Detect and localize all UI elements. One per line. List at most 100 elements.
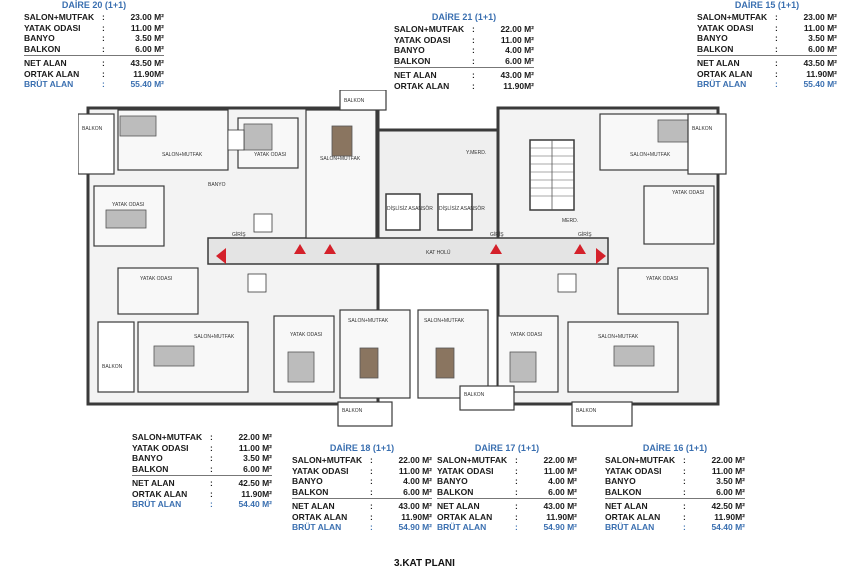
meter-label: MERD. bbox=[562, 218, 578, 224]
room-salon-20-label: SALON+MUTFAK bbox=[162, 152, 203, 158]
common-area-row: ORTAK ALAN:11.90M² bbox=[437, 512, 577, 523]
gross-area-row-colon: : bbox=[370, 522, 373, 532]
common-area-row: ORTAK ALAN:11.90M² bbox=[292, 512, 432, 523]
spec-row-value: 11.00 M² bbox=[130, 22, 164, 33]
entry-label-1: GİRİŞ bbox=[232, 231, 246, 238]
entry-arrow-5 bbox=[574, 244, 586, 254]
net-area-row-label: NET ALAN bbox=[132, 478, 175, 488]
balcony-15-label: BALKON bbox=[692, 126, 713, 132]
room-yatak-15 bbox=[643, 185, 715, 245]
spec-row: BALKON:6.00 M² bbox=[132, 464, 272, 475]
balcony-17-label: BALKON bbox=[464, 392, 485, 398]
unit-title: DAİRE 20 (1+1) bbox=[61, 0, 127, 10]
spec-row-value: 4.00 M² bbox=[403, 476, 432, 486]
spec-row-value: 23.00 M² bbox=[130, 12, 164, 22]
spec-row-value: 3.50 M² bbox=[243, 453, 272, 463]
floor-plan: KAT HOLÜ DİŞLİSİZ ASANSÖR DİŞLİSİZ ASANS… bbox=[78, 90, 728, 430]
balcony-20-label: BALKON bbox=[82, 126, 103, 132]
spec-row-value: 6.00 M² bbox=[716, 486, 745, 497]
spec-divider bbox=[437, 498, 577, 499]
spec-row-colon: : bbox=[775, 22, 778, 33]
spec-row-value: 6.00 M² bbox=[403, 486, 432, 497]
spec-row-value: 22.00 M² bbox=[500, 24, 534, 34]
gross-area-row-value: 54.90 M² bbox=[398, 522, 432, 532]
spec-row-value: 11.00 M² bbox=[543, 465, 577, 476]
common-area-row-colon: : bbox=[472, 80, 475, 91]
spec-row: BALKON:6.00 M² bbox=[437, 487, 577, 498]
common-area-row-value: 11.90M² bbox=[806, 68, 837, 79]
stairs bbox=[529, 139, 575, 211]
balcony-19 bbox=[97, 321, 135, 393]
spec-divider bbox=[132, 475, 272, 476]
gross-area-row-colon: : bbox=[102, 79, 105, 89]
spec-row-label: BALKON bbox=[292, 486, 329, 497]
spec-row: SALON+MUTFAK:22.00 M² bbox=[605, 455, 745, 466]
spec-row-label: SALON+MUTFAK bbox=[697, 12, 768, 22]
common-area-row-label: ORTAK ALAN bbox=[605, 511, 661, 522]
spec-row-value: 6.00 M² bbox=[135, 43, 164, 54]
entry-arrow-2 bbox=[294, 244, 306, 254]
spec-row: BALKON:6.00 M² bbox=[605, 487, 745, 498]
net-area-row-value: 43.00 M² bbox=[398, 501, 432, 511]
common-area-row-value: 11.90M² bbox=[401, 511, 432, 522]
spec-row-label: BALKON bbox=[24, 43, 61, 54]
common-area-row: ORTAK ALAN:11.90M² bbox=[697, 69, 837, 80]
furniture-sofa-2 bbox=[153, 345, 195, 367]
balcony-19-label: BALKON bbox=[102, 364, 123, 370]
gross-area-row-label: BRÜT ALAN bbox=[437, 522, 487, 532]
spec-row-colon: : bbox=[683, 465, 686, 476]
spec-row-value: 3.50 M² bbox=[716, 476, 745, 486]
spec-row-label: BALKON bbox=[437, 486, 474, 497]
common-area-row-colon: : bbox=[102, 68, 105, 79]
balcony-16-label: BALKON bbox=[576, 408, 597, 414]
spec-row-colon: : bbox=[102, 12, 105, 22]
unit-title: DAİRE 15 (1+1) bbox=[734, 0, 800, 10]
room-yatak-15-label: YATAK ODASI bbox=[672, 190, 704, 196]
gross-area-row-value: 54.90 M² bbox=[543, 522, 577, 532]
entry-label-3: GİRİŞ bbox=[578, 231, 592, 238]
spec-row-value: 6.00 M² bbox=[243, 463, 272, 474]
spec-row-label: YATAK ODASI bbox=[394, 34, 451, 45]
furniture-table-1 bbox=[331, 125, 353, 157]
spec-row-value: 6.00 M² bbox=[808, 43, 837, 54]
spec-row-value: 11.00 M² bbox=[238, 442, 272, 453]
common-area-row-value: 11.90M² bbox=[546, 511, 577, 522]
room-yatak-19-label: YATAK ODASI bbox=[140, 276, 172, 282]
balcony-15 bbox=[687, 113, 727, 175]
spec-row-colon: : bbox=[210, 432, 213, 442]
unit-title: DAİRE 21 (1+1) bbox=[431, 12, 497, 22]
spec-row-label: BALKON bbox=[605, 486, 642, 497]
elevator-2 bbox=[437, 193, 473, 231]
spec-row-colon: : bbox=[102, 33, 105, 43]
room-salon-15-label: SALON+MUTFAK bbox=[630, 152, 671, 158]
spec-row-value: 6.00 M² bbox=[548, 486, 577, 497]
net-area-row: NET ALAN:43.50 M² bbox=[24, 58, 164, 69]
net-area-row: NET ALAN:42.50 M² bbox=[132, 478, 272, 489]
spec-row-value: 22.00 M² bbox=[711, 455, 745, 465]
net-area-row-label: NET ALAN bbox=[697, 58, 740, 68]
spec-row-value: 11.00 M² bbox=[398, 465, 432, 476]
spec-row-label: BANYO bbox=[132, 453, 163, 463]
entry-label-2: GİRİŞ bbox=[490, 231, 504, 238]
spec-row: SALON+MUTFAK:23.00 M² bbox=[697, 12, 837, 23]
spec-row-label: BALKON bbox=[132, 463, 169, 474]
furniture-bed-2 bbox=[243, 123, 273, 151]
bath-21 bbox=[253, 213, 273, 233]
spec-row-colon: : bbox=[370, 455, 373, 465]
spec-row-value: 4.00 M² bbox=[505, 45, 534, 55]
spec-row-label: BALKON bbox=[697, 43, 734, 54]
spec-divider bbox=[605, 498, 745, 499]
spec-row-value: 3.50 M² bbox=[808, 33, 837, 43]
balcony-21-label: BALKON bbox=[344, 98, 365, 104]
room-salon-17-label: SALON+MUTFAK bbox=[424, 318, 465, 324]
gross-area-row: BRÜT ALAN:54.40 M² bbox=[132, 499, 272, 510]
spec-row-label: BALKON bbox=[394, 55, 431, 66]
spec-row: YATAK ODASI:11.00 M² bbox=[605, 466, 745, 477]
common-area-row-label: ORTAK ALAN bbox=[132, 488, 188, 499]
net-area-row-value: 43.50 M² bbox=[803, 58, 837, 68]
net-area-row-colon: : bbox=[775, 58, 778, 68]
